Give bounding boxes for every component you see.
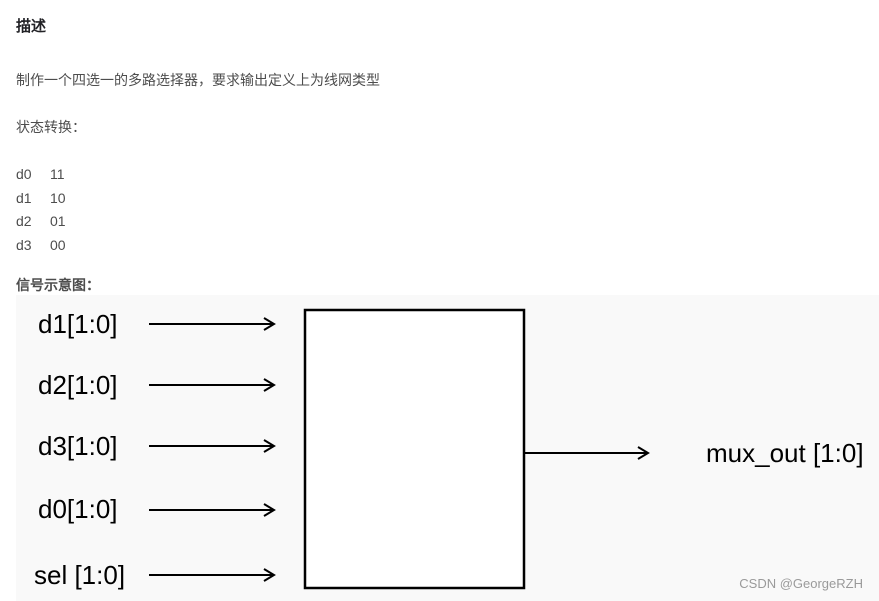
- state-label: 状态转换：: [16, 120, 86, 136]
- section-heading: 描述: [16, 17, 47, 35]
- input-label-sel: sel [1:0]: [34, 560, 125, 590]
- input-label-d2: d2[1:0]: [38, 370, 118, 400]
- description-text: 制作一个四选一的多路选择器，要求输出定义上为线网类型: [16, 73, 380, 89]
- mux-block: [303, 308, 526, 590]
- watermark: CSDN @GeorgeRZH: [739, 576, 863, 591]
- signal-diagram: d1[1:0] d2[1:0] d3[1:0] d0[1:0] sel [1:0…: [16, 295, 879, 601]
- output-label: mux_out [1:0]: [706, 438, 864, 468]
- mux-diagram-svg: d1[1:0] d2[1:0] d3[1:0] d0[1:0] sel [1:0…: [34, 308, 864, 590]
- input-label-d0: d0[1:0]: [38, 494, 118, 524]
- diagram-label: 信号示意图：: [16, 278, 100, 294]
- input-label-d3: d3[1:0]: [38, 431, 118, 461]
- input-label-d1: d1[1:0]: [38, 309, 118, 339]
